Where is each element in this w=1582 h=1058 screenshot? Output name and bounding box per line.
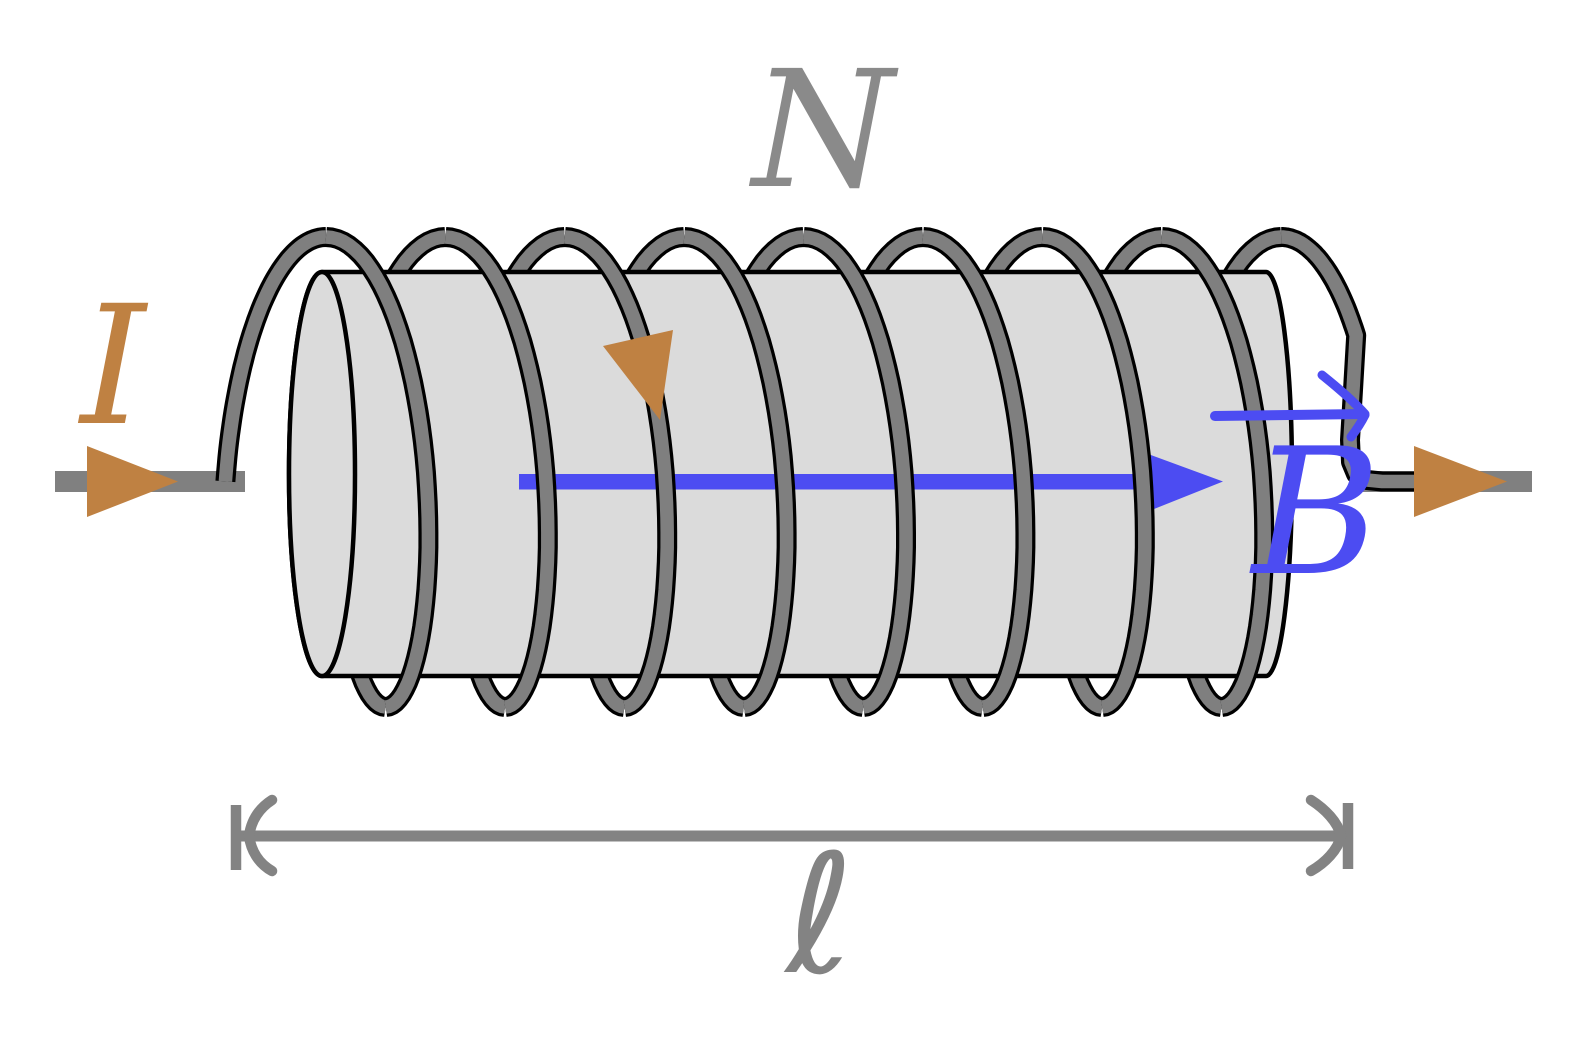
turn-count-label: N [748, 37, 899, 225]
field-label-group: B [1210, 370, 1381, 615]
current-arrows [87, 330, 1507, 517]
field-arrowhead-icon [1133, 448, 1223, 515]
field-arrow-shaft [519, 474, 1164, 490]
field-arrow [519, 448, 1223, 515]
length-label: ℓ [783, 819, 854, 1011]
current-arrowhead-coil-icon [603, 330, 673, 420]
field-label: B [1249, 412, 1381, 615]
current-arrowhead-left-icon [87, 446, 178, 517]
current-arrowhead-right-icon [1414, 446, 1507, 517]
coil-front-wire [325, 230, 1430, 714]
dimension-arrowhead-right-icon [1305, 794, 1347, 877]
current-label: I [77, 270, 148, 462]
length-dimension: ℓ [230, 794, 1354, 1011]
cylinder-left-endcap [286, 269, 358, 679]
dimension-arrowhead-left-icon [243, 794, 278, 877]
field-vector-arrowhead-icon [1317, 370, 1370, 442]
field-vector-bar [1210, 409, 1369, 421]
